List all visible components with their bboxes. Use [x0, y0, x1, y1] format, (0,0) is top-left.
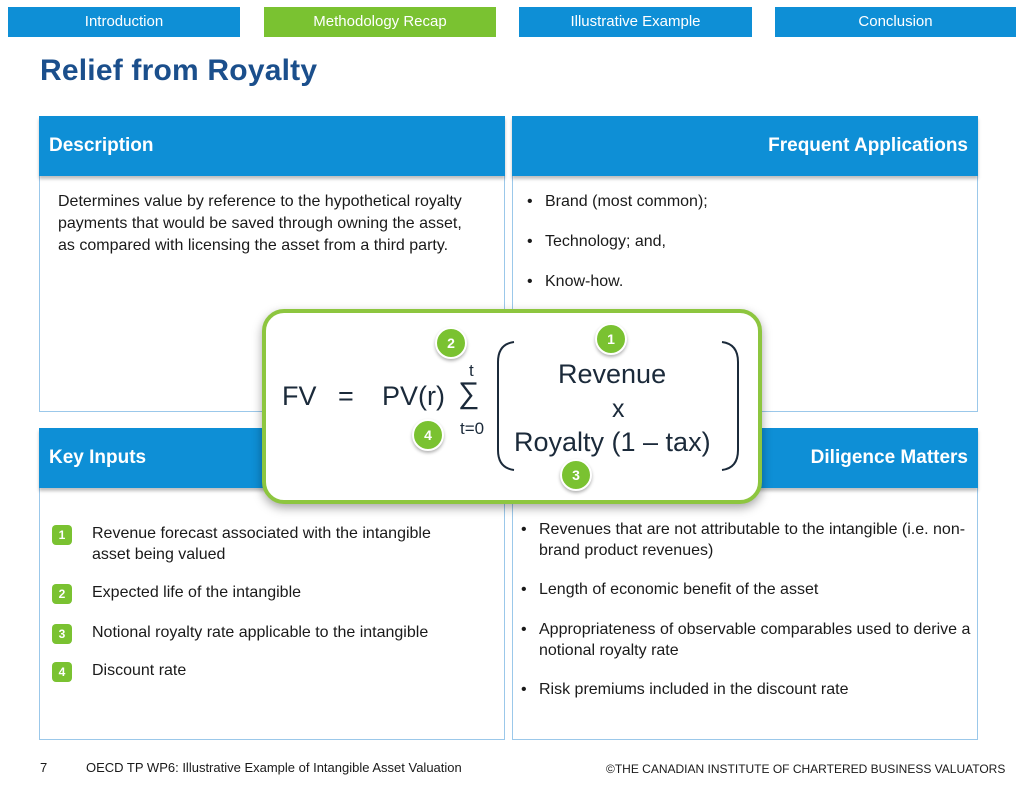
formula-box: FV = PV(r) ∑ t t=0 Revenue x Royalty (1 … — [262, 309, 762, 504]
list-item: 4 Discount rate — [40, 660, 460, 682]
formula-revenue: Revenue — [558, 359, 667, 389]
number-badge: 4 — [52, 662, 72, 682]
list-item: 2 Expected life of the intangible — [40, 582, 460, 604]
sigma-icon: ∑ — [458, 377, 480, 410]
list-item: Know-how. — [521, 273, 961, 291]
formula-times: x — [612, 395, 625, 423]
description-panel: Description Determines value by referenc… — [39, 116, 505, 412]
applications-list: Brand (most common); Technology; and, Kn… — [521, 193, 961, 291]
formula-royalty: Royalty (1 – tax) — [514, 427, 711, 457]
marker-2-badge: 2 — [435, 327, 467, 359]
top-nav: Introduction Methodology Recap Illustrat… — [8, 7, 1016, 37]
formula-lower-limit: t=0 — [460, 419, 485, 438]
marker-4-badge: 4 — [412, 419, 444, 451]
key-inputs-list: 1 Revenue forecast associated with the i… — [40, 523, 460, 682]
page-number: 7 — [40, 760, 48, 775]
tab-conclusion[interactable]: Conclusion — [775, 7, 1016, 37]
number-badge: 2 — [52, 584, 72, 604]
marker-1-badge: 1 — [595, 323, 627, 355]
tab-introduction[interactable]: Introduction — [8, 7, 240, 37]
tab-illustrative-example[interactable]: Illustrative Example — [519, 7, 752, 37]
list-item: 1 Revenue forecast associated with the i… — [40, 523, 460, 565]
formula-upper-limit: t — [469, 361, 474, 380]
list-item-text: Discount rate — [92, 662, 187, 679]
list-item: Length of economic benefit of the asset — [515, 579, 971, 600]
list-item: Revenues that are not attributable to th… — [515, 519, 971, 561]
formula-fv: FV — [282, 381, 317, 411]
list-item: Risk premiums included in the discount r… — [515, 679, 971, 700]
description-text: Determines value by reference to the hyp… — [58, 193, 462, 254]
list-item-text: Notional royalty rate applicable to the … — [92, 624, 429, 641]
formula-pv: PV(r) — [382, 381, 445, 411]
list-item-text: Expected life of the intangible — [92, 584, 302, 601]
list-item: Brand (most common); — [521, 193, 961, 211]
footer-source: OECD TP WP6: Illustrative Example of Int… — [86, 760, 462, 775]
formula-equals: = — [338, 381, 354, 411]
list-item-text: Revenue forecast associated with the int… — [92, 525, 431, 563]
tab-methodology-recap[interactable]: Methodology Recap — [264, 7, 496, 37]
page-title: Relief from Royalty — [40, 54, 318, 87]
number-badge: 3 — [52, 624, 72, 644]
list-item: Appropriateness of observable comparable… — [515, 619, 971, 661]
marker-3-badge: 3 — [560, 459, 592, 491]
diligence-list: Revenues that are not attributable to th… — [515, 519, 971, 700]
description-heading: Description — [39, 116, 505, 176]
number-badge: 1 — [52, 525, 72, 545]
right-bracket-icon — [721, 341, 739, 471]
left-bracket-icon — [497, 341, 515, 471]
list-item: 3 Notional royalty rate applicable to th… — [40, 622, 460, 644]
list-item: Technology; and, — [521, 233, 961, 251]
footer-copyright: ©THE CANADIAN INSTITUTE OF CHARTERED BUS… — [606, 762, 1006, 776]
applications-heading: Frequent Applications — [512, 116, 978, 176]
